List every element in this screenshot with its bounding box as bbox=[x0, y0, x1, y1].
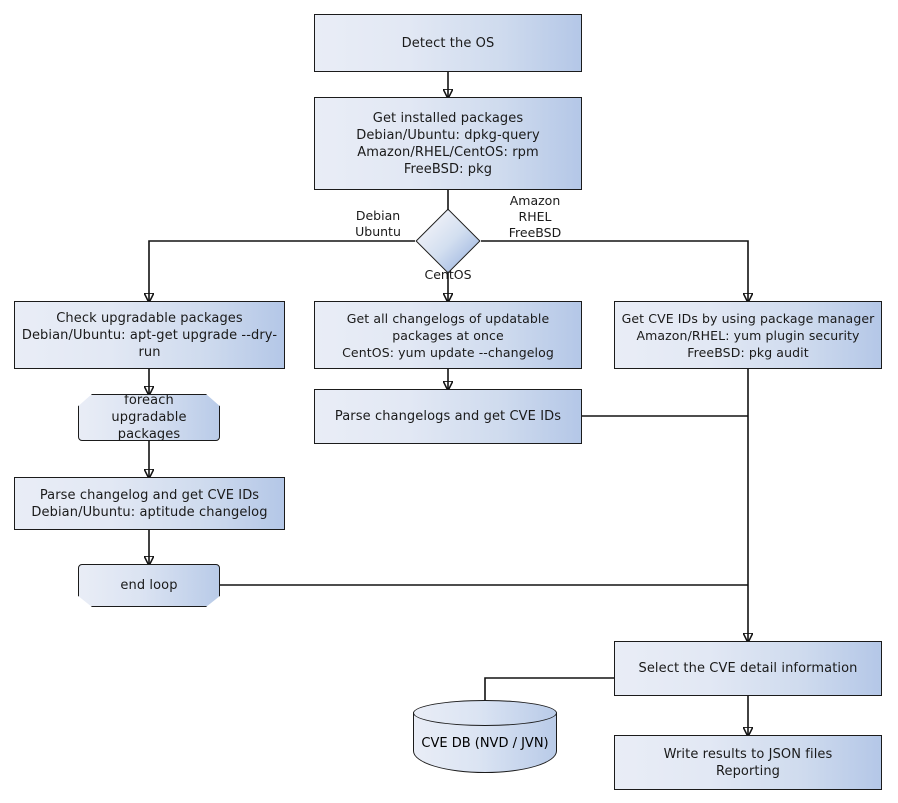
node-get-cve-ids-package-manager-label: Get CVE IDs by using package manager Ama… bbox=[621, 310, 875, 360]
loop-end-shape bbox=[78, 564, 220, 607]
node-end-loop[interactable]: end loop bbox=[78, 564, 220, 607]
edge-label-amazon-rhel-freebsd: Amazon RHEL FreeBSD bbox=[508, 193, 562, 240]
node-detect-os[interactable]: Detect the OS bbox=[314, 14, 582, 72]
decision-diamond-shape bbox=[415, 208, 481, 274]
node-os-decision[interactable] bbox=[415, 208, 481, 274]
node-get-all-changelogs[interactable]: Get all changelogs of updatable packages… bbox=[314, 301, 582, 369]
node-check-upgradable-packages-label: Check upgradable packages Debian/Ubuntu:… bbox=[21, 310, 278, 360]
node-parse-changelogs-centos[interactable]: Parse changelogs and get CVE IDs bbox=[314, 389, 582, 444]
node-cve-database-label: CVE DB (NVD / JVN) bbox=[421, 735, 549, 751]
node-get-cve-ids-package-manager[interactable]: Get CVE IDs by using package manager Ama… bbox=[614, 301, 882, 369]
loop-start-shape bbox=[78, 394, 220, 441]
node-write-results-label: Write results to JSON files Reporting bbox=[663, 746, 833, 779]
node-parse-changelog-debian[interactable]: Parse changelog and get CVE IDs Debian/U… bbox=[14, 477, 285, 530]
node-detect-os-label: Detect the OS bbox=[401, 35, 495, 51]
database-cylinder-body bbox=[413, 713, 557, 773]
edge-decision-debian bbox=[149, 240, 415, 301]
node-cve-database[interactable]: CVE DB (NVD / JVN) bbox=[413, 700, 557, 773]
node-write-results[interactable]: Write results to JSON files Reporting bbox=[614, 735, 882, 790]
edge-decision-amazon bbox=[481, 240, 748, 301]
node-foreach-loop-start-label: foreach upgradable packages bbox=[111, 393, 187, 442]
edge-label-centos: CentOS bbox=[424, 267, 472, 282]
node-select-cve-detail[interactable]: Select the CVE detail information bbox=[614, 641, 882, 696]
node-end-loop-label: end loop bbox=[120, 578, 178, 593]
node-check-upgradable-packages[interactable]: Check upgradable packages Debian/Ubuntu:… bbox=[14, 301, 285, 369]
database-cylinder-top bbox=[413, 700, 557, 726]
node-foreach-loop-start[interactable]: foreach upgradable packages bbox=[78, 393, 220, 442]
node-parse-changelogs-centos-label: Parse changelogs and get CVE IDs bbox=[334, 409, 562, 424]
node-get-installed-packages-label: Get installed packages Debian/Ubuntu: dp… bbox=[356, 110, 540, 177]
node-parse-changelog-debian-label: Parse changelog and get CVE IDs Debian/U… bbox=[31, 487, 268, 520]
edge-label-debian-ubuntu: Debian Ubuntu bbox=[355, 208, 401, 239]
node-select-cve-detail-label: Select the CVE detail information bbox=[638, 661, 858, 676]
node-get-installed-packages[interactable]: Get installed packages Debian/Ubuntu: dp… bbox=[314, 97, 582, 190]
node-get-all-changelogs-label: Get all changelogs of updatable packages… bbox=[342, 310, 554, 360]
